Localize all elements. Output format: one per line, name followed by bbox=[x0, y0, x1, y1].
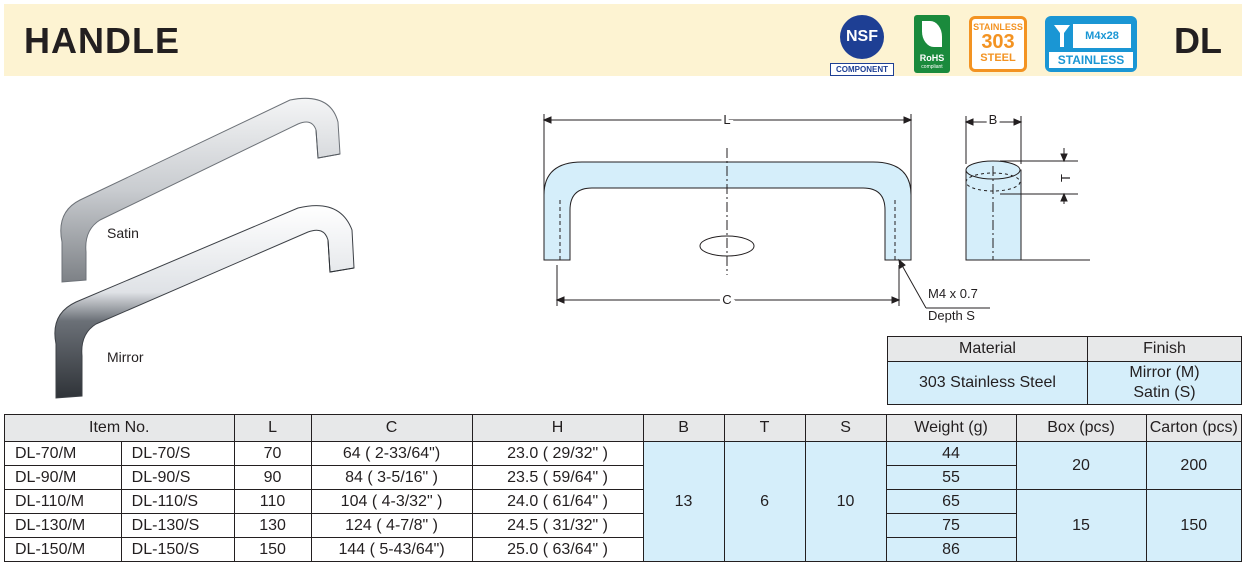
header-carton: Carton (pcs) bbox=[1145, 414, 1243, 442]
cell-C: 84 ( 3-5/16" ) bbox=[310, 465, 473, 490]
cell-H: 23.0 ( 29/32" ) bbox=[471, 441, 644, 466]
handle-photos bbox=[54, 97, 355, 399]
header-weight: Weight (g) bbox=[885, 414, 1017, 442]
rohs-text: RoHS bbox=[919, 53, 945, 63]
item-mirror: DL-150/M bbox=[4, 537, 122, 562]
finish-mirror: Mirror (M) bbox=[1129, 364, 1200, 381]
rohs-sub: compliant bbox=[921, 64, 943, 70]
steel-line2: 303 bbox=[981, 31, 1015, 53]
item-satin: DL-110/S bbox=[120, 489, 235, 514]
cell-H: 24.0 ( 61/64" ) bbox=[471, 489, 644, 514]
thread-spec: M4 x 0.7 bbox=[928, 286, 978, 301]
header-band: HANDLE DL NSF COMPONENT RoHS compliant S… bbox=[4, 4, 1242, 76]
header-B: B bbox=[642, 414, 725, 442]
cell-L: 150 bbox=[233, 537, 312, 562]
header-T: T bbox=[723, 414, 806, 442]
cell-C: 144 ( 5-43/64") bbox=[310, 537, 473, 562]
cell-weight: 86 bbox=[885, 537, 1017, 562]
header-box: Box (pcs) bbox=[1015, 414, 1147, 442]
nsf-logo-icon: NSF bbox=[840, 15, 884, 59]
cell-T: 6 bbox=[723, 441, 806, 562]
dim-L: L bbox=[723, 112, 730, 127]
header-C: C bbox=[310, 414, 473, 442]
cell-weight: 75 bbox=[885, 513, 1017, 538]
nsf-label: COMPONENT bbox=[830, 63, 894, 76]
table-row: DL-110/M DL-110/S 110 104 ( 4-3/32" ) 24… bbox=[4, 489, 1243, 562]
cell-carton-b: 150 bbox=[1145, 489, 1243, 562]
cell-H: 25.0 ( 63/64" ) bbox=[471, 537, 644, 562]
cell-B: 13 bbox=[642, 441, 725, 562]
header-item-no: Item No. bbox=[4, 414, 235, 442]
cell-H: 23.5 ( 59/64" ) bbox=[471, 465, 644, 490]
table-row: DL-90/M DL-90/S 90 84 ( 3-5/16" ) 23.5 (… bbox=[4, 465, 1242, 490]
spec-table: Item No. L C H B T S Weight (g) Box (pcs… bbox=[4, 414, 1243, 562]
table-row: DL-150/M DL-150/S 150 144 ( 5-43/64") 25… bbox=[4, 537, 1242, 562]
steel-line1: STAINLESS bbox=[973, 22, 1023, 32]
cell-H: 24.5 ( 31/32" ) bbox=[471, 513, 644, 538]
product-code: DL bbox=[1174, 20, 1222, 61]
screw-label: STAINLESS bbox=[1049, 52, 1133, 68]
cell-C: 124 ( 4-7/8" ) bbox=[310, 513, 473, 538]
cell-S: 10 bbox=[804, 441, 887, 562]
screw-icon bbox=[1054, 25, 1070, 47]
item-mirror: DL-90/M bbox=[4, 465, 122, 490]
header-L: L bbox=[233, 414, 312, 442]
finish-value: Mirror (M) Satin (S) bbox=[1087, 361, 1242, 405]
cell-L: 130 bbox=[233, 513, 312, 538]
dim-B: B bbox=[989, 112, 998, 127]
material-value: 303 Stainless Steel bbox=[887, 361, 1088, 405]
header-S: S bbox=[804, 414, 887, 442]
table-row: DL-70/M DL-70/S 70 64 ( 2-33/64") 23.0 (… bbox=[4, 441, 1243, 562]
page-title: HANDLE bbox=[24, 20, 180, 61]
satin-label: Satin bbox=[107, 225, 139, 241]
cell-L: 70 bbox=[233, 441, 312, 466]
cell-weight: 44 bbox=[885, 441, 1017, 466]
cell-L: 90 bbox=[233, 465, 312, 490]
cell-C: 64 ( 2-33/64") bbox=[310, 441, 473, 466]
item-satin: DL-130/S bbox=[120, 513, 235, 538]
screw-badge: M4x28 STAINLESS bbox=[1045, 16, 1137, 72]
finish-header: Finish bbox=[1087, 336, 1242, 362]
item-mirror: DL-70/M bbox=[4, 441, 122, 466]
cell-carton-a: 200 bbox=[1145, 441, 1243, 490]
item-mirror: DL-130/M bbox=[4, 513, 122, 538]
dim-T: T bbox=[1058, 174, 1073, 182]
spec-header-row: Item No. L C H B T S Weight (g) Box (pcs… bbox=[4, 414, 1243, 442]
dim-H: H bbox=[1088, 207, 1090, 216]
table-row: DL-130/M DL-130/S 130 124 ( 4-7/8" ) 24.… bbox=[4, 513, 1242, 538]
cell-box-a: 20 bbox=[1015, 441, 1147, 490]
cell-box-b: 15 bbox=[1015, 489, 1147, 562]
cell-C: 104 ( 4-3/32" ) bbox=[310, 489, 473, 514]
stainless-303-badge: STAINLESS 303 STEEL bbox=[969, 16, 1027, 72]
finish-satin: Satin (S) bbox=[1133, 384, 1196, 401]
item-mirror: DL-110/M bbox=[4, 489, 122, 514]
header-H: H bbox=[471, 414, 644, 442]
material-table: Material Finish 303 Stainless Steel Mirr… bbox=[887, 336, 1242, 405]
dimension-diagram: L C B T H M4 x 0.7 Depth S bbox=[542, 109, 1090, 323]
cell-weight: 65 bbox=[885, 489, 1017, 514]
mirror-label: Mirror bbox=[107, 349, 144, 365]
nsf-badge: NSF COMPONENT bbox=[830, 13, 894, 76]
steel-line3: STEEL bbox=[980, 52, 1016, 64]
thread-depth: Depth S bbox=[928, 308, 975, 323]
material-header: Material bbox=[887, 336, 1088, 362]
leaf-icon bbox=[922, 21, 942, 47]
rohs-badge: RoHS compliant bbox=[914, 15, 950, 73]
cell-weight: 55 bbox=[885, 465, 1017, 490]
mirror-handle-image bbox=[54, 205, 355, 399]
item-satin: DL-70/S bbox=[120, 441, 235, 466]
cell-L: 110 bbox=[233, 489, 312, 514]
screw-size: M4x28 bbox=[1073, 24, 1131, 48]
dim-C: C bbox=[722, 292, 731, 307]
satin-handle-image bbox=[60, 97, 341, 283]
item-satin: DL-90/S bbox=[120, 465, 235, 490]
item-satin: DL-150/S bbox=[120, 537, 235, 562]
